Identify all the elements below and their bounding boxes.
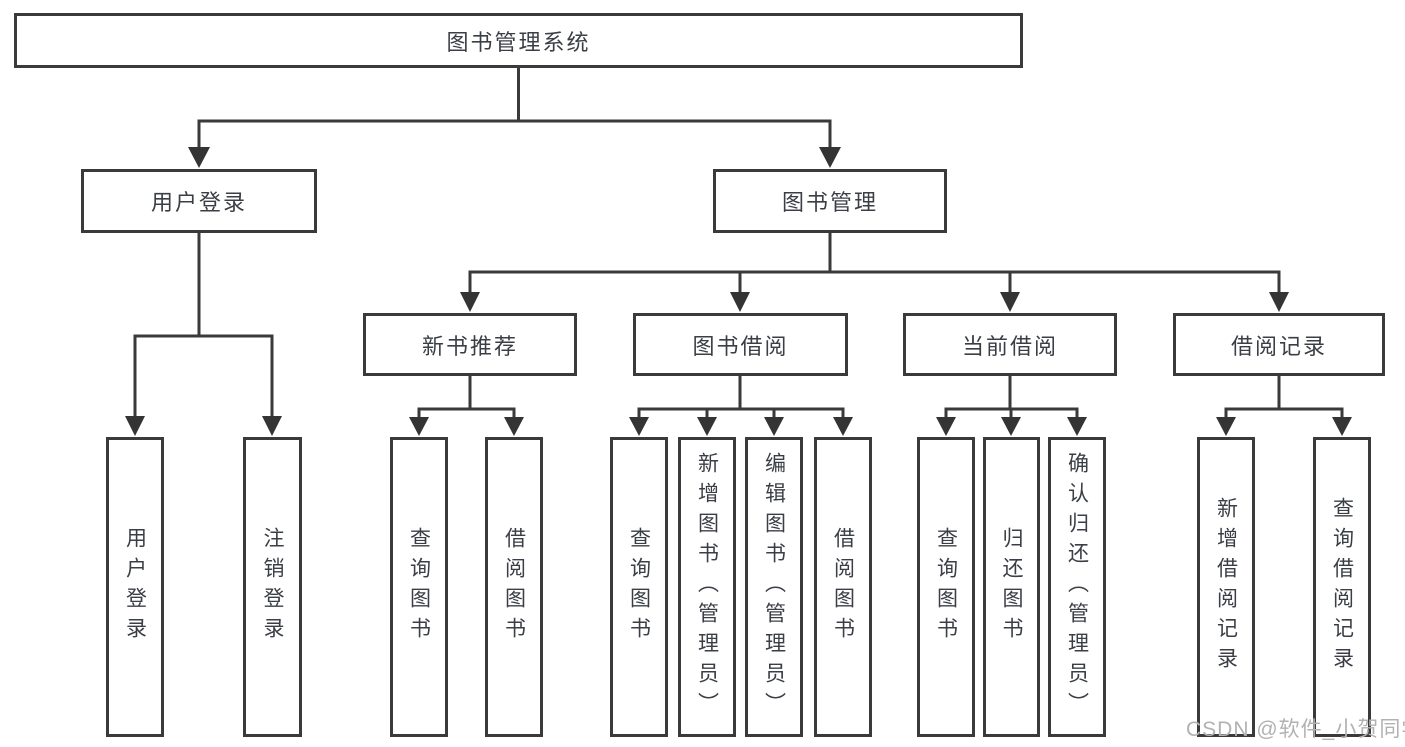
node-leaf-borrow-book-recommend-label: 借阅图书 (502, 527, 526, 647)
node-leaf-confirm-return-admin-label: 确认归还（管理员） (1065, 452, 1089, 722)
node-leaf-user-login: 用户登录 (106, 437, 164, 737)
node-current-borrow: 当前借阅 (903, 313, 1117, 376)
connector-borrowrecords-to-leaves (1216, 374, 1352, 436)
node-leaf-add-book-admin-label: 新增图书（管理员） (695, 452, 719, 722)
node-leaf-logout: 注销登录 (243, 437, 302, 737)
node-leaf-query-book-borrow-label: 查询图书 (627, 527, 651, 647)
node-book-management: 图书管理 (713, 169, 947, 233)
node-leaf-query-book-recommend-label: 查询图书 (407, 527, 431, 647)
node-leaf-confirm-return-admin: 确认归还（管理员） (1048, 437, 1106, 737)
node-library-system-label: 图书管理系统 (446, 29, 591, 55)
node-library-system: 图书管理系统 (14, 13, 1023, 68)
node-leaf-query-book-current: 查询图书 (917, 437, 975, 737)
node-leaf-edit-book-admin: 编辑图书（管理员） (745, 437, 803, 737)
node-leaf-add-book-admin: 新增图书（管理员） (678, 437, 736, 737)
node-leaf-add-borrow-record: 新增借阅记录 (1197, 437, 1255, 737)
watermark-text: CSDN @软件_小贺同学 (1186, 718, 1405, 741)
node-book-borrow: 图书借阅 (633, 313, 848, 376)
node-leaf-return-book: 归还图书 (983, 437, 1040, 737)
node-new-book-recommend-label: 新书推荐 (421, 333, 518, 359)
node-leaf-add-borrow-record-label: 新增借阅记录 (1214, 497, 1238, 677)
node-leaf-return-book-label: 归还图书 (1000, 527, 1023, 647)
connector-bookborrow-to-leaves (629, 374, 853, 436)
node-book-borrow-label: 图书借阅 (692, 333, 789, 359)
node-leaf-query-book-borrow: 查询图书 (610, 437, 668, 737)
connector-newbook-to-leaves (409, 374, 524, 436)
node-user-login-label: 用户登录 (150, 190, 247, 215)
node-current-borrow-label: 当前借阅 (961, 333, 1058, 359)
node-leaf-query-book-current-label: 查询图书 (934, 527, 958, 647)
node-leaf-edit-book-admin-label: 编辑图书（管理员） (762, 452, 786, 722)
connector-currentborrow-to-leaves (936, 374, 1087, 436)
connector-root-to-level2 (188, 66, 841, 168)
node-leaf-query-borrow-record-label: 查询借阅记录 (1330, 497, 1354, 677)
node-leaf-borrow-book-label: 借阅图书 (831, 527, 855, 647)
node-leaf-user-login-label: 用户登录 (123, 527, 147, 647)
node-leaf-borrow-book-recommend: 借阅图书 (485, 437, 543, 737)
connector-bookmgmt-to-level3 (460, 231, 1289, 312)
node-leaf-borrow-book: 借阅图书 (814, 437, 872, 737)
node-new-book-recommend: 新书推荐 (363, 313, 577, 376)
node-leaf-logout-label: 注销登录 (261, 527, 284, 647)
node-user-login: 用户登录 (81, 169, 317, 233)
node-leaf-query-borrow-record: 查询借阅记录 (1313, 437, 1371, 737)
node-borrow-records-label: 借阅记录 (1230, 333, 1327, 359)
node-book-management-label: 图书管理 (781, 190, 878, 215)
connector-userlogin-to-leaves (125, 231, 282, 436)
node-borrow-records: 借阅记录 (1173, 313, 1385, 376)
node-leaf-query-book-recommend: 查询图书 (390, 437, 448, 737)
